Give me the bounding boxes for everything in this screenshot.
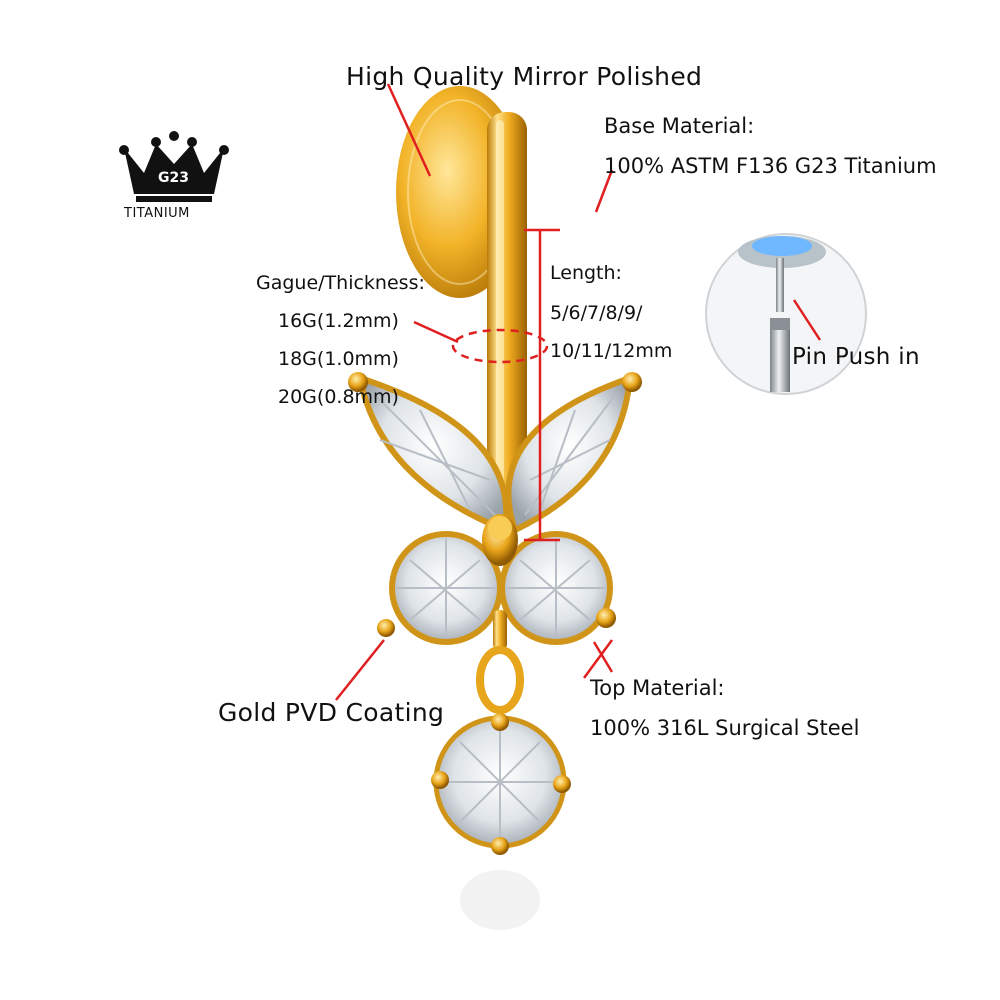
label-pin-push: Pin Push in bbox=[792, 344, 920, 370]
callout-lines bbox=[335, 83, 614, 701]
label-length-title: Length: bbox=[550, 262, 622, 284]
badge-word: TITANIUM bbox=[124, 206, 190, 221]
butterfly-body bbox=[482, 514, 518, 566]
pin-push-detail bbox=[705, 233, 867, 395]
lower-right-wing bbox=[499, 531, 616, 645]
lower-left-wing bbox=[377, 531, 503, 645]
upper-right-wing bbox=[505, 372, 642, 535]
label-gauge-title: Gague/Thickness: bbox=[256, 272, 425, 294]
label-gold-pvd: Gold PVD Coating bbox=[218, 698, 445, 727]
label-mirror-polished: High Quality Mirror Polished bbox=[346, 62, 703, 91]
label-gauge-16g: 16G(1.2mm) bbox=[278, 310, 399, 332]
label-base-material-title: Base Material: bbox=[604, 114, 755, 138]
dangle-charm bbox=[431, 610, 571, 930]
crown-icon bbox=[119, 131, 229, 202]
label-gauge-20g: 20G(0.8mm) bbox=[278, 386, 399, 408]
post-bar bbox=[487, 112, 527, 532]
label-length-line1: 5/6/7/8/9/ bbox=[550, 302, 643, 324]
label-gauge-18g: 18G(1.0mm) bbox=[278, 348, 399, 370]
label-top-material-value: 100% 316L Surgical Steel bbox=[590, 716, 860, 740]
label-length-line2: 10/11/12mm bbox=[550, 340, 673, 362]
badge-code: G23 bbox=[158, 170, 189, 186]
label-base-material-value: 100% ASTM F136 G23 Titanium bbox=[604, 154, 937, 178]
label-top-material-title: Top Material: bbox=[590, 676, 725, 700]
